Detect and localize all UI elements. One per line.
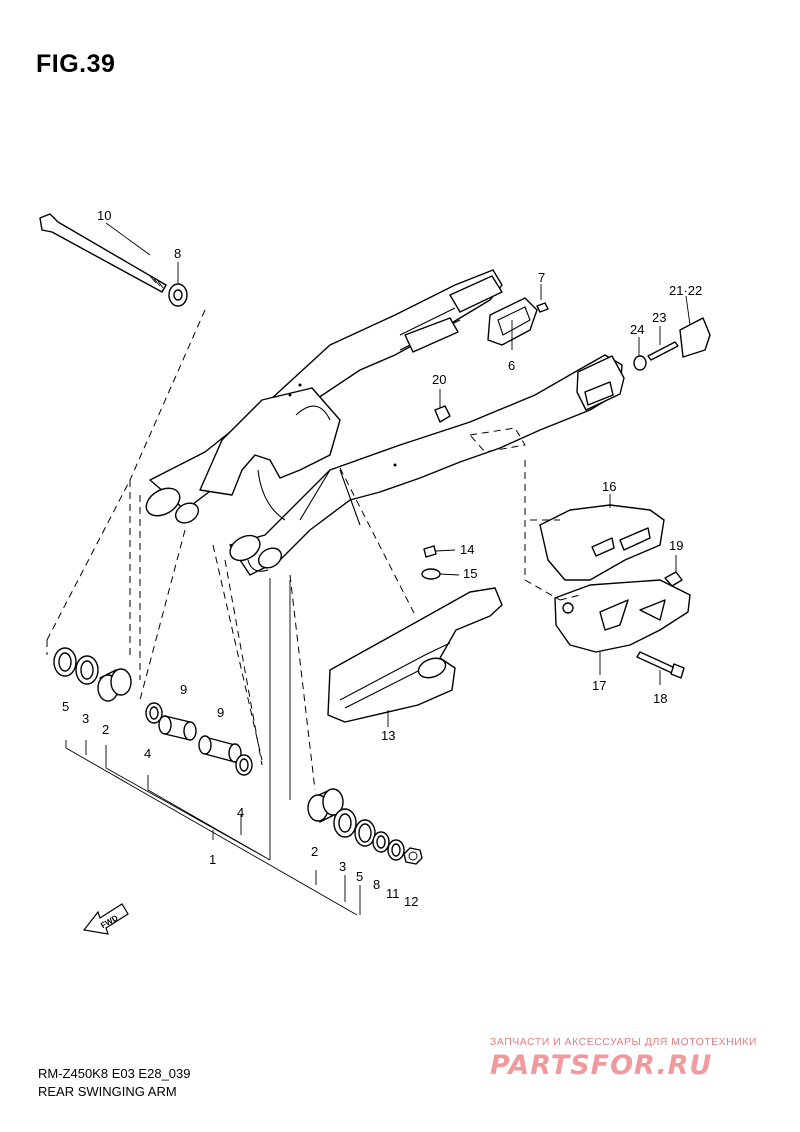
screw-14 (423, 545, 437, 558)
callout-4-left: 4 (144, 746, 151, 761)
callout-20: 20 (432, 372, 446, 387)
callout-24: 24 (630, 322, 644, 337)
callout-11: 11 (386, 886, 400, 901)
callout-5-left: 5 (62, 699, 69, 714)
callouts: 10 8 7 6 21·22 23 24 20 16 19 14 15 17 1… (62, 208, 702, 909)
pivot-bolt (39, 213, 167, 293)
collar-4-left (145, 702, 163, 724)
bolt-19 (664, 571, 683, 587)
callout-2-right: 2 (311, 844, 318, 859)
callout-3-right: 3 (339, 859, 346, 874)
callout-3-left: 3 (82, 711, 89, 726)
watermark-tagline: ЗАПЧАСТИ И АКСЕССУАРЫ ДЛЯ МОТОТЕХНИКИ (490, 1036, 757, 1048)
callout-7: 7 (538, 270, 545, 285)
bearing-3-right (333, 808, 357, 838)
needle-bearing-2-left (97, 668, 132, 702)
chain-adjuster (633, 317, 711, 371)
spacer-9-b (198, 735, 242, 763)
washer-8-top (168, 283, 188, 307)
callout-9-a: 9 (180, 682, 187, 697)
chain-slider (327, 587, 503, 723)
callout-17: 17 (592, 678, 606, 693)
bearing-3-left (75, 655, 99, 685)
washer-15 (421, 568, 441, 580)
nut-20 (434, 405, 451, 423)
callout-8-bottom: 8 (373, 877, 380, 892)
callout-10: 10 (97, 208, 111, 223)
guide-plate-17 (554, 579, 691, 653)
washer-11 (387, 839, 405, 861)
washer-8-bottom (372, 831, 390, 853)
callout-15: 15 (463, 566, 477, 581)
callout-14: 14 (460, 542, 474, 557)
spacer-9-a (158, 715, 197, 741)
callout-4-right: 4 (237, 805, 244, 820)
callout-6: 6 (508, 358, 515, 373)
callout-1: 1 (209, 852, 216, 867)
leader-lines (46, 222, 691, 916)
callout-12: 12 (404, 894, 418, 909)
watermark-logo[interactable]: PARTSFOR.RU (490, 1050, 713, 1081)
screw-7 (536, 302, 549, 313)
callout-16: 16 (602, 479, 616, 494)
callout-9-b: 9 (217, 705, 224, 720)
nut-12 (403, 847, 423, 865)
callout-8-top: 8 (174, 246, 181, 261)
oil-seal-5-left (53, 647, 77, 677)
diagram-name: REAR SWINGING ARM (38, 1084, 177, 1099)
bolt-18 (636, 651, 685, 679)
callout-5-right: 5 (356, 869, 363, 884)
callout-18: 18 (653, 691, 667, 706)
callout-13: 13 (381, 728, 395, 743)
fwd-arrow-icon: FWD (82, 903, 129, 935)
callout-21-22: 21·22 (669, 283, 702, 298)
collar-4-right (235, 754, 253, 776)
callout-23: 23 (652, 310, 666, 325)
callout-19: 19 (669, 538, 683, 553)
chain-guide-16 (539, 504, 665, 581)
swing-arm-body (145, 269, 625, 576)
chain-guide-top (487, 297, 538, 346)
figure-title: FIG.39 (36, 50, 116, 78)
oil-seal-5-right (354, 819, 376, 847)
model-code: RM-Z450K8 E03 E28_039 (38, 1066, 191, 1081)
callout-2-left: 2 (102, 722, 109, 737)
needle-bearing-2-right (307, 788, 344, 823)
